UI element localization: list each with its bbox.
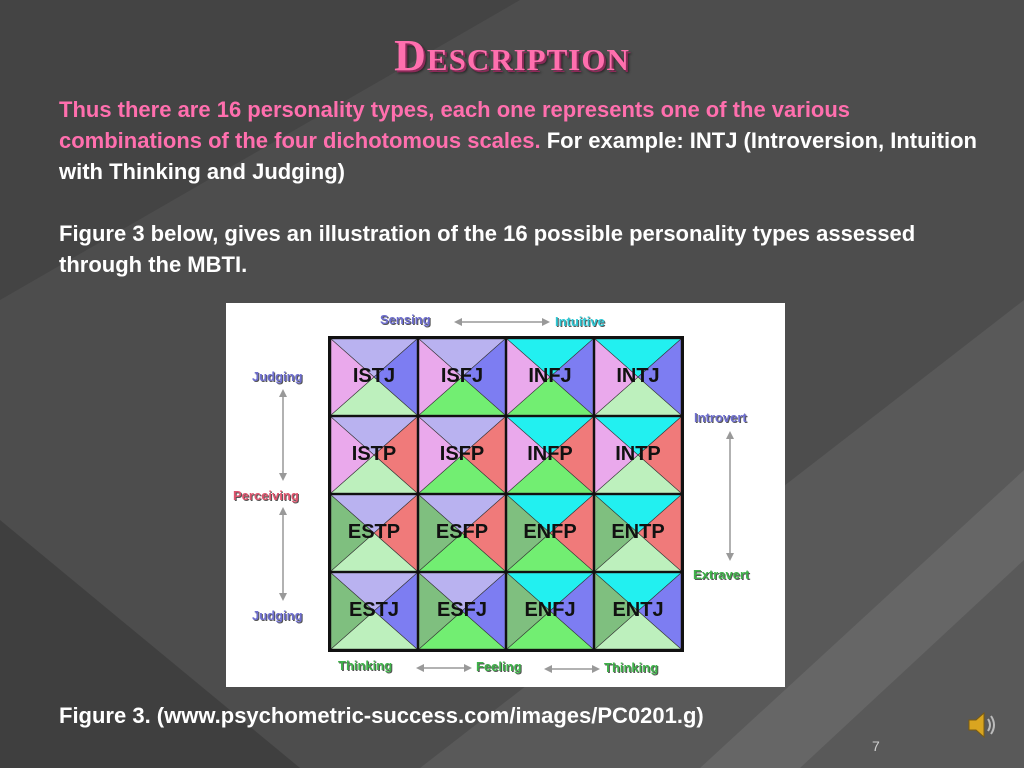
type-cell-quadrants	[595, 495, 681, 571]
type-cell-isfp: ISFP	[418, 416, 506, 494]
arrow-introvert-extravert	[726, 431, 734, 561]
paragraph-1-example: For example: INTJ (Introversion, Intuiti…	[59, 128, 977, 184]
arrow-feeling-thinking	[544, 665, 600, 673]
label-judging-bottom: Judging	[252, 608, 303, 623]
paragraph-1-highlight: Thus there are 16 personality types, eac…	[59, 97, 851, 153]
type-cell-istj: ISTJ	[330, 338, 418, 416]
arrow-perceiving-judging	[279, 507, 287, 601]
type-cell-isfj: ISFJ	[418, 338, 506, 416]
label-introvert: Introvert	[694, 410, 747, 425]
type-cell-quadrants	[331, 417, 417, 493]
type-label: INTJ	[616, 365, 660, 387]
type-cell-quadrants	[595, 573, 681, 649]
label-feeling: Feeling	[476, 659, 522, 674]
type-label: ISTJ	[352, 365, 396, 387]
arrow-judging-perceiving	[279, 389, 287, 481]
type-label: ENFJ	[524, 599, 576, 621]
type-label: INFP	[527, 443, 573, 465]
type-cell-enfp: ENFP	[506, 494, 594, 572]
type-label: ISFJ	[440, 365, 484, 387]
type-label: ENTJ	[612, 599, 664, 621]
label-extravert: Extravert	[693, 567, 750, 582]
type-cell-quadrants	[595, 417, 681, 493]
mbti-figure: Sensing Intuitive Judging Perceiving Jud…	[226, 303, 785, 687]
type-cell-estj: ESTJ	[330, 572, 418, 650]
paragraph-1: Thus there are 16 personality types, eac…	[59, 94, 979, 187]
type-cell-quadrants	[507, 573, 593, 649]
type-cell-quadrants	[595, 339, 681, 415]
type-label: INFJ	[528, 365, 572, 387]
type-label: ENTP	[611, 521, 665, 543]
type-cell-infp: INFP	[506, 416, 594, 494]
type-label: ESTJ	[348, 599, 400, 621]
type-label: ISFP	[439, 443, 485, 465]
type-cell-entp: ENTP	[594, 494, 682, 572]
type-cell-quadrants	[507, 495, 593, 571]
type-label: ISTP	[351, 443, 397, 465]
type-cell-esfp: ESFP	[418, 494, 506, 572]
type-cell-istp: ISTP	[330, 416, 418, 494]
arrow-sensing-intuitive	[454, 318, 550, 326]
type-cell-enfj: ENFJ	[506, 572, 594, 650]
type-cell-esfj: ESFJ	[418, 572, 506, 650]
label-judging-top: Judging	[252, 369, 303, 384]
type-cell-entj: ENTJ	[594, 572, 682, 650]
speaker-icon[interactable]	[965, 708, 999, 742]
type-cell-quadrants	[419, 339, 505, 415]
type-cell-quadrants	[419, 573, 505, 649]
label-thinking-left: Thinking	[338, 658, 393, 673]
type-label: ESFJ	[436, 599, 488, 621]
type-cell-quadrants	[331, 339, 417, 415]
type-label: ESTP	[347, 521, 401, 543]
slide-title: Description	[394, 31, 630, 80]
label-intuitive: Intuitive	[555, 314, 605, 329]
label-sensing: Sensing	[380, 312, 431, 327]
personality-type-grid: ISTJ ISFJ INFJ INTJ ISTP ISFP INFP INTP ESTP ESFP…	[328, 336, 684, 652]
label-perceiving: Perceiving	[233, 488, 299, 503]
type-cell-quadrants	[507, 417, 593, 493]
type-cell-quadrants	[331, 495, 417, 571]
type-label: INTP	[615, 443, 661, 465]
type-cell-quadrants	[419, 417, 505, 493]
type-label: ENFP	[523, 521, 577, 543]
type-cell-quadrants	[331, 573, 417, 649]
arrow-thinking-feeling	[416, 664, 472, 672]
type-cell-intp: INTP	[594, 416, 682, 494]
figure-caption: Figure 3. (www.psychometric-success.com/…	[59, 703, 704, 728]
type-cell-quadrants	[419, 495, 505, 571]
paragraph-2: Figure 3 below, gives an illustration of…	[59, 221, 916, 277]
type-cell-estp: ESTP	[330, 494, 418, 572]
type-cell-infj: INFJ	[506, 338, 594, 416]
type-cell-intj: INTJ	[594, 338, 682, 416]
type-cell-quadrants	[507, 339, 593, 415]
page-number: 7	[872, 738, 880, 754]
type-label: ESFP	[435, 521, 489, 543]
label-thinking-right: Thinking	[604, 660, 659, 675]
